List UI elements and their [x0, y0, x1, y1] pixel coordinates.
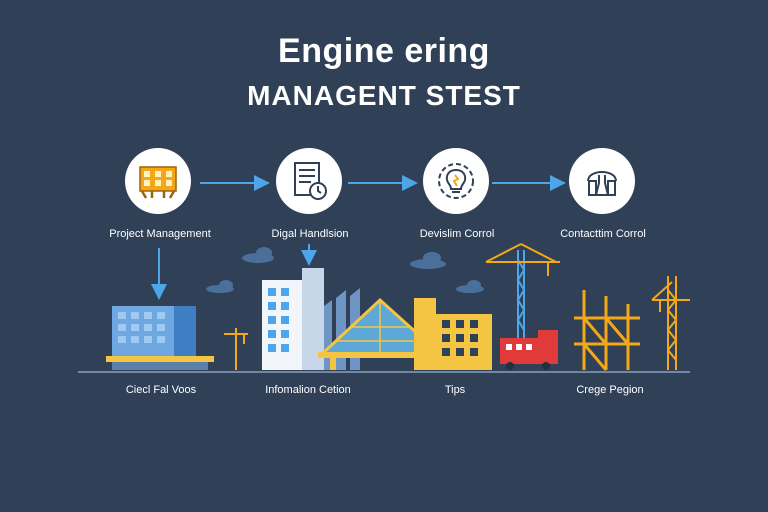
scaffolding-icon — [574, 290, 640, 371]
office-building — [106, 306, 214, 370]
step-label-1: Project Management — [109, 228, 211, 240]
step-label-3: Devislim Corrol — [419, 228, 495, 240]
step-construction-control[interactable] — [569, 148, 635, 214]
bottom-label-4: Crege Pegion — [576, 384, 644, 396]
crane-icon — [224, 328, 248, 370]
step-project-management[interactable] — [125, 148, 191, 214]
title-line-2: MANAGENT STEST — [247, 80, 521, 111]
yellow-building — [414, 298, 492, 370]
factory-flask-icon — [587, 171, 617, 196]
bottom-label-1: Ciecl Fal Voos — [125, 384, 197, 396]
tower-building — [262, 268, 324, 370]
crane-icon — [651, 276, 690, 370]
step-label-2: Digal Handlsion — [271, 228, 349, 240]
step-label-4: Contacttim Corrol — [560, 228, 646, 240]
lightbulb-gear-icon — [438, 163, 474, 199]
glass-pyramid — [318, 297, 444, 370]
document-clock-icon — [294, 162, 327, 200]
step-decision-control[interactable] — [423, 148, 489, 214]
bottom-label-3: Tips — [444, 384, 466, 396]
truck-icon — [500, 330, 558, 370]
bottom-label-2: Infomalion Cetion — [265, 384, 351, 396]
step-digital-transformation[interactable] — [276, 148, 342, 214]
title-line-1: Engine ering — [278, 32, 490, 70]
cloud-icon — [206, 247, 484, 293]
tower-crane-icon — [485, 243, 560, 340]
building-plan-icon — [139, 166, 177, 199]
